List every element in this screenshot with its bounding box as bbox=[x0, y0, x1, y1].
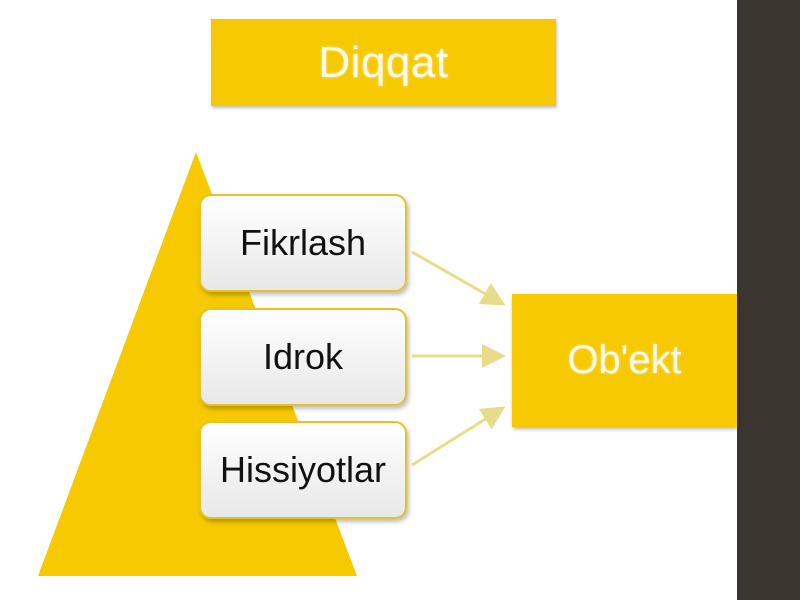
card-idrok: Idrok bbox=[199, 308, 407, 406]
card-label: Fikrlash bbox=[239, 222, 367, 263]
title-text: Diqqat bbox=[318, 37, 449, 87]
title-box: Diqqat bbox=[211, 19, 556, 106]
arrow-hissiyotlar bbox=[411, 406, 506, 467]
card-label: Hissiyotlar bbox=[219, 449, 387, 490]
object-box: Ob'ekt bbox=[512, 294, 737, 427]
arrow-fikrlash bbox=[411, 250, 506, 306]
object-label: Ob'ekt bbox=[567, 338, 682, 382]
card-label: Idrok bbox=[262, 336, 344, 377]
card-fikrlash: Fikrlash bbox=[199, 194, 407, 292]
card-hissiyotlar: Hissiyotlar bbox=[199, 421, 407, 519]
right-side-bar bbox=[737, 0, 800, 600]
